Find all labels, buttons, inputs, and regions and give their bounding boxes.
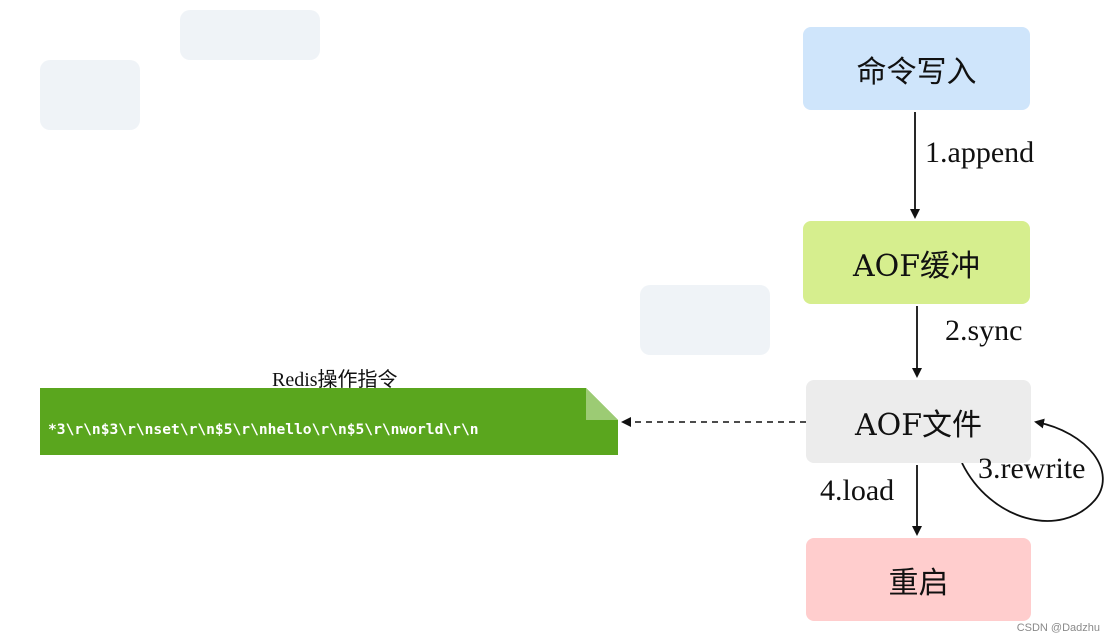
aof-file-node: AOF文件 — [806, 380, 1031, 463]
rewrite-label: 3.rewrite — [978, 452, 1086, 485]
load-label: 4.load — [820, 474, 895, 507]
redis-command-document — [40, 388, 618, 455]
document-body — [40, 388, 618, 455]
rewrite-loop-arrow — [961, 418, 1104, 522]
blurred-background-patch — [40, 60, 140, 130]
redis-command-text: *3\r\n$3\r\nset\r\n$5\r\nhello\r\n$5\r\n… — [48, 421, 479, 438]
blurred-background-patch — [180, 10, 320, 60]
watermark: CSDN @Dadzhu — [1016, 622, 1100, 634]
sync-label: 2.sync — [945, 314, 1023, 347]
document-folded-corner — [586, 388, 618, 420]
aof-buffer-node: AOF缓冲 — [803, 221, 1030, 304]
document-title: Redis操作指令 — [272, 369, 398, 391]
restart-node: 重启 — [806, 538, 1031, 621]
command-write-node: 命令写入 — [803, 27, 1030, 110]
blurred-background-patch — [640, 285, 770, 355]
append-label: 1.append — [925, 136, 1035, 169]
